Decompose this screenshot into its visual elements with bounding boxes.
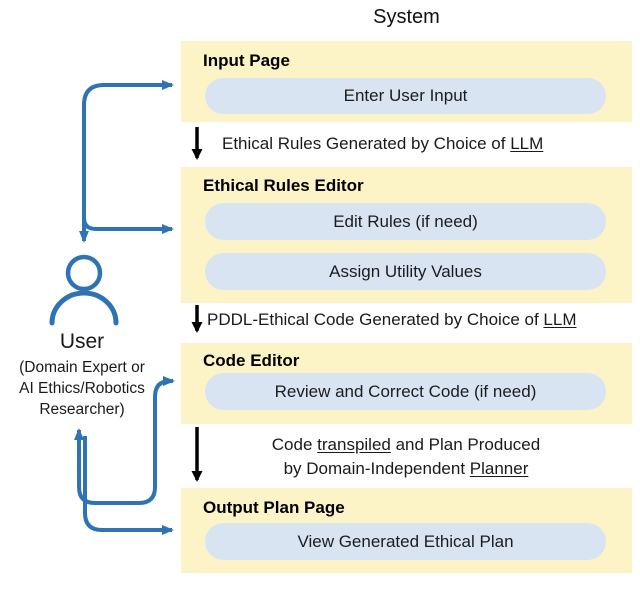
user-description: (Domain Expert or AI Ethics/Robotics Res… (2, 357, 162, 420)
label-text: PDDL-Ethical Code Generated by Choice of (207, 310, 544, 329)
label-line-2: by Domain-Independent Planner (231, 457, 581, 481)
panel-title: Ethical Rules Editor (203, 176, 364, 195)
transition-label-rules-generated: Ethical Rules Generated by Choice of LLM (222, 134, 543, 154)
panel-title: Input Page (203, 51, 290, 70)
view-generated-plan-pill: View Generated Ethical Plan (205, 523, 606, 560)
label-underlined-text: LLM (510, 134, 544, 153)
transition-label-code-generated: PDDL-Ethical Code Generated by Choice of… (207, 310, 576, 330)
user-description-line: (Domain Expert or (19, 359, 145, 376)
panel-title: Code Editor (203, 351, 300, 370)
transition-label-transpiled-plan: Code transpiled and Plan Produced by Dom… (231, 433, 581, 481)
label-text: by Domain-Independent (283, 459, 470, 478)
person-icon (49, 254, 119, 326)
user-to-output-plan-arrow (83, 436, 174, 535)
label-underlined-text: Planner (469, 459, 529, 478)
review-correct-code-pill: Review and Correct Code (if need) (205, 373, 606, 410)
user-to-rules-editor-arrow (82, 217, 174, 234)
label-line-1: Code transpiled and Plan Produced (231, 433, 581, 457)
label-underlined-text: transpiled (317, 435, 391, 454)
label-text: Ethical Rules Generated by Choice of (222, 134, 511, 153)
label-underlined-text: LLM (543, 310, 577, 329)
user-description-line: Researcher) (39, 401, 125, 418)
assign-utility-values-pill: Assign Utility Values (205, 253, 606, 290)
enter-user-input-pill: Enter User Input (205, 78, 606, 114)
output-plan-page-panel: Output Plan Page View Generated Ethical … (181, 488, 632, 573)
user-description-line: AI Ethics/Robotics (19, 380, 145, 397)
label-text: Code (271, 435, 318, 454)
system-title: System (373, 6, 440, 28)
code-editor-panel: Code Editor Review and Correct Code (if … (181, 343, 632, 424)
label-text: and Plan Produced (390, 435, 541, 454)
user-label: User (59, 330, 105, 353)
system-to-user-arrow (79, 83, 105, 243)
edit-rules-pill: Edit Rules (if need) (205, 203, 606, 240)
ethical-rules-editor-panel: Ethical Rules Editor Edit Rules (if need… (181, 167, 632, 303)
input-page-panel: Input Page Enter User Input (181, 41, 632, 122)
panel-title: Output Plan Page (203, 498, 345, 517)
